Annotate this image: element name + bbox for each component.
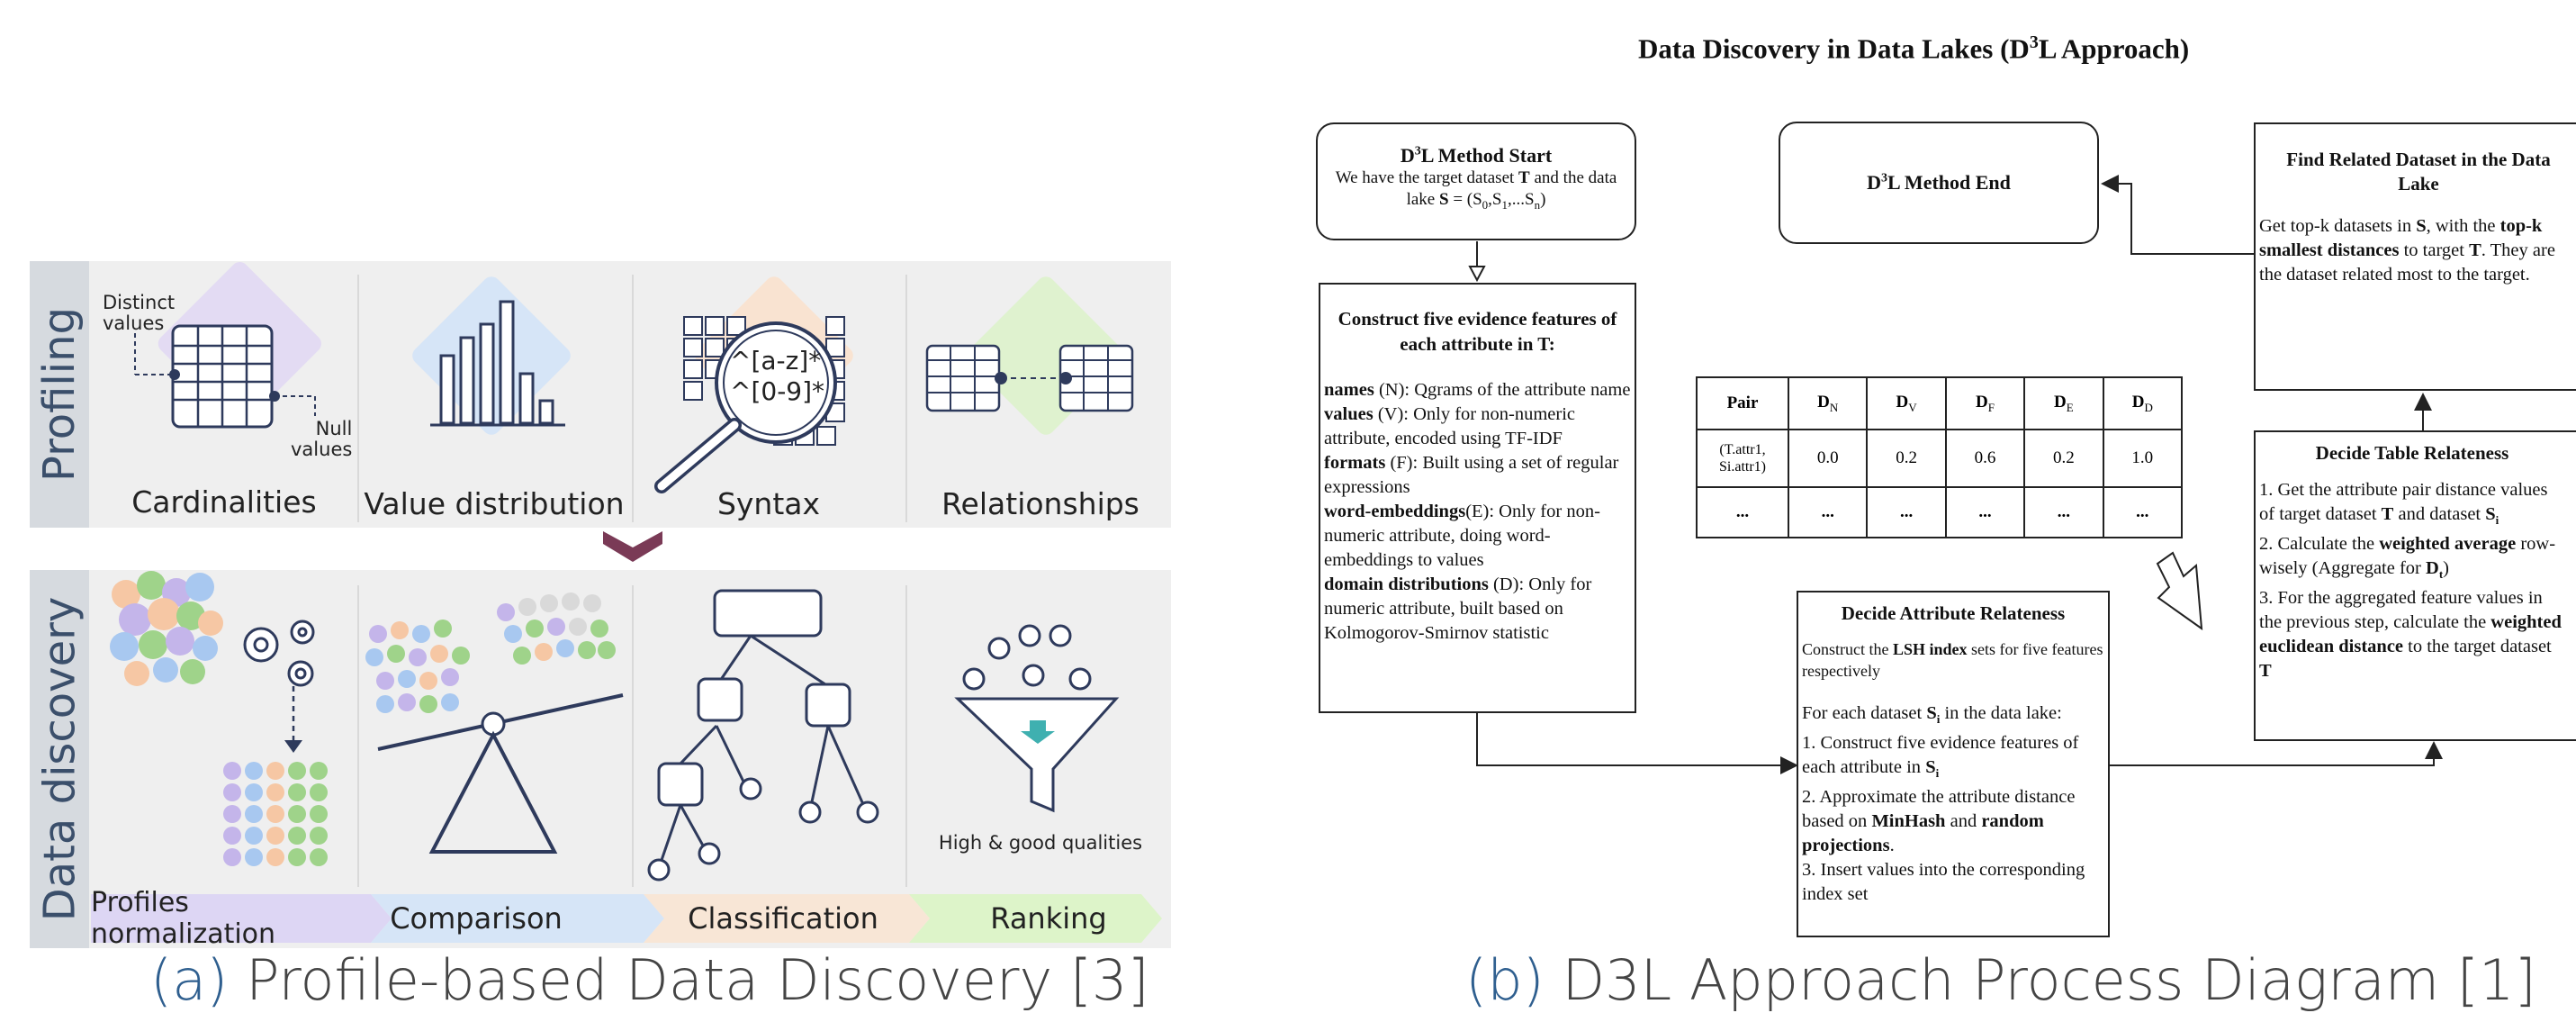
magnifier-regex-icon [654,276,853,493]
stage-classification: Classification [688,901,878,936]
method-end-box: D3L Method End [1779,122,2099,244]
table-cell: ... [1944,486,2026,538]
dot-grid-icon [223,762,328,866]
chevron-down-icon [603,531,662,562]
find-related-dataset-box: Find Related Dataset in the Data Lake Ge… [2254,122,2576,391]
table-header-cell: DV [1866,376,1947,430]
table-cell: ... [2023,486,2104,538]
table-cell: 0.6 [1944,429,2026,488]
bubble-cluster-icon [110,571,223,686]
table-cell: ... [2102,486,2184,538]
syntax-label: Syntax [716,486,821,521]
value-distribution-label: Value distribution [364,486,625,521]
table-header-cell: DD [2102,376,2184,430]
linked-tables-icon [925,276,1134,435]
stage-ranking: Ranking [990,901,1107,936]
table-cell: 1.0 [2102,429,2184,488]
table-header-cell: DF [1944,376,2026,430]
separator [632,585,634,887]
separator [905,275,907,522]
table-cell: 0.2 [2023,429,2104,488]
table-grid-icon [134,262,321,429]
table-cell: 0.0 [1787,429,1869,488]
regex-text: ^[a-z]*^[0-9]* [730,346,825,406]
separator [357,275,359,522]
profiling-illustrations [134,262,1134,493]
table-header-cell: Pair [1696,376,1789,430]
table-cell: ... [1787,486,1869,538]
decide-table-relateness-box: Decide Table Relateness 1. Get the attri… [2254,430,2576,741]
table-cell: ... [1696,486,1789,538]
relationships-label: Relationships [941,486,1139,521]
table-header-cell: DN [1787,376,1869,430]
stage-comparison: Comparison [390,901,563,936]
stage-ribbon [91,894,1162,943]
diagram-title: Data Discovery in Data Lakes (D3L Approa… [1638,32,2190,65]
decision-tree-icon [647,589,879,882]
table-cell: ... [1866,486,1947,538]
gear-icon [243,620,315,687]
table-cell: (T.attr1, Si.attr1) [1696,429,1789,488]
discovery-section-label: Data discovery [30,570,89,948]
caption-a: (a) Profile-based Data Discovery [3] [150,947,1149,1013]
construct-features-box: Construct five evidence features of each… [1319,283,1636,713]
table-row: (T.attr1, Si.attr1) 0.0 0.2 0.6 0.2 1.0 [1696,429,2184,488]
method-start-box: D3L Method Start We have the target data… [1316,122,1636,240]
funnel-icon [954,624,1120,813]
caption-b: (b) D3L Approach Process Diagram [1] [1465,947,2536,1013]
pair-distance-table: Pair DN DV DF DE DD (T.attr1, Si.attr1) … [1696,376,2184,538]
cardinalities-label: Cardinalities [131,484,317,520]
funnel-caption: High & good qualities [938,832,1143,854]
discovery-illustrations [110,571,1120,882]
table-cell: 0.2 [1866,429,1947,488]
separator [905,585,907,887]
histogram-icon [412,276,571,435]
separator [357,585,359,887]
balance-scale-icon [365,592,624,854]
table-row: ... ... ... ... ... ... [1696,486,2184,538]
table-header-cell: DE [2023,376,2104,430]
decide-attribute-relateness-box: Decide Attribute Relateness Construct th… [1797,591,2110,937]
profiling-section-label: Profiling [30,261,89,528]
separator [632,275,634,522]
